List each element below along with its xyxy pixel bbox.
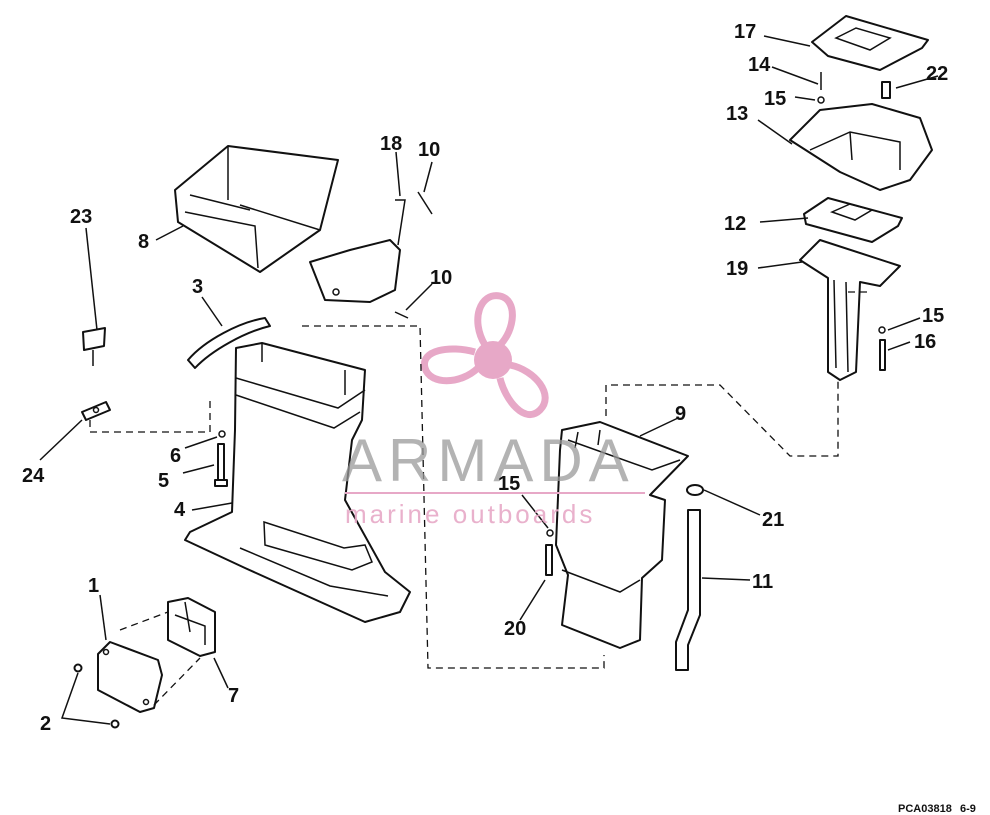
drawing-code: PCA03818 [898,803,952,815]
callout-13: 13 [726,103,748,125]
part-24-plate [81,401,111,421]
callout-22: 22 [926,63,948,85]
part-17-gasket [811,15,929,71]
callout-20: 20 [504,618,526,640]
callout-15-right: 15 [922,305,944,327]
alignment-lines [89,291,870,706]
propeller-logo [421,292,549,418]
callout-23: 23 [70,206,92,228]
part-22-pin [881,81,891,99]
part-1-cover [97,641,163,713]
part-20-bolt [545,544,553,576]
callout-9: 9 [675,403,686,425]
part-23-clip [82,227,106,366]
leader-lines [39,35,939,725]
part-19-exhaust-tube [799,239,901,381]
part-15-washer-right [878,326,886,334]
callout-21: 21 [762,509,784,531]
callout-11: 11 [752,571,773,593]
callout-4: 4 [174,499,186,521]
watermark-title: ARMADA [342,427,635,494]
part-7-bracket [167,597,216,657]
callout-17: 17 [734,21,756,43]
part-11-tube [675,509,701,671]
part-10-screw-lower [394,311,409,319]
callout-1: 1 [88,575,99,597]
callout-16: 16 [914,331,936,353]
part-15-washer-center [546,529,554,537]
callout-6: 6 [170,445,181,467]
callout-8: 8 [138,231,149,253]
watermark-subtitle: marine outboards [345,499,595,529]
part-15-washer-top [817,96,825,104]
callout-5: 5 [158,470,169,492]
part-16-screw [879,339,886,371]
callout-2: 2 [40,713,51,735]
callout-15-top: 15 [764,88,786,110]
callout-10-upper: 10 [418,139,440,161]
callout-15-center: 15 [498,473,520,495]
part-9-exhaust-housing [555,421,689,649]
part-8-exhaust-shroud [174,145,339,273]
part-4-driveshaft-housing [184,342,411,623]
page-ref: 6-9 [960,803,976,815]
callout-3: 3 [192,276,203,298]
callout-18: 18 [380,133,402,155]
part-6-washer [218,430,226,438]
part-2-screws [73,663,120,729]
part-18-bracket [309,199,406,303]
part-13-adapter-plate [789,103,933,191]
part-12-gasket [803,197,903,243]
callout-7: 7 [228,685,239,707]
callout-10-lower: 10 [430,267,452,289]
part-21-grommet [686,484,704,496]
callout-19: 19 [726,258,748,280]
part-5-bolt [214,443,228,487]
callout-12: 12 [724,213,746,235]
callout-14: 14 [748,54,771,76]
part-3-seal [187,317,271,369]
part-10-screw-upper [417,191,433,215]
callout-24: 24 [22,465,45,487]
